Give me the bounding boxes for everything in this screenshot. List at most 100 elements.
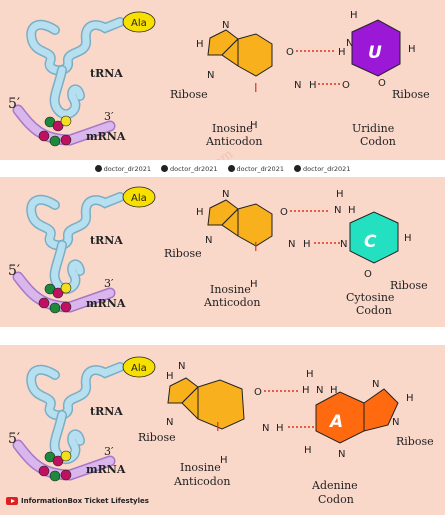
inosine-letter: I (254, 81, 258, 95)
credit-item: doctor_dr2021 (227, 164, 284, 173)
mrna-label: mRNA (86, 130, 126, 143)
three-prime-label: 3′ (104, 277, 114, 290)
codon-base (52, 120, 64, 132)
uridine-letter: U (368, 43, 382, 63)
atom-label: N (222, 189, 229, 200)
codon-base (52, 287, 64, 299)
atom-label: O (364, 269, 372, 280)
amino-acid-label: Ala (131, 363, 147, 374)
credit-item: doctor_dr2021 (161, 164, 218, 173)
amino-acid-tag (122, 186, 156, 208)
atom-label: H (196, 207, 204, 218)
anticodon-line1: Inosine (210, 283, 251, 296)
social-credits: doctor_dr2021 doctor_dr2021 doctor_dr202… (0, 160, 445, 177)
inosine-structure (167, 377, 245, 430)
inosine-structure (207, 199, 273, 247)
atom-label: H (336, 189, 344, 200)
atom-label: H (306, 369, 314, 380)
atom-label: H (250, 120, 258, 131)
atom-label: O (280, 207, 288, 218)
atom-label: N (372, 379, 379, 390)
atom-label: N (346, 38, 353, 49)
anticodon-line1: Inosine (212, 122, 253, 135)
trna-label: tRNA (90, 405, 123, 418)
adenine-letter: A (328, 412, 343, 432)
anticodon-line2: Anticodon (203, 296, 261, 309)
atom-label: H (166, 371, 174, 382)
codon-line1: Cytosine (346, 291, 394, 304)
credit-handle: doctor_dr2021 (236, 164, 284, 173)
inosine-structure (207, 29, 273, 77)
atom-label: N (334, 205, 341, 216)
trna-molecule (26, 362, 125, 465)
credit-handle: doctor_dr2021 (103, 164, 152, 173)
atom-label: O (286, 47, 294, 58)
atom-label: O (378, 78, 386, 89)
atom-label: H (330, 385, 338, 396)
atom-label: H (196, 39, 204, 50)
atom-label: N (222, 20, 229, 31)
atom-label: N (205, 235, 212, 246)
atom-label: H (406, 393, 414, 404)
atom-label: H (303, 239, 311, 250)
trna-molecule (26, 17, 125, 120)
codon-base (60, 134, 72, 146)
tumblr-icon (293, 165, 301, 172)
footer-credit: InformationBox Ticket Lifestyles (6, 497, 149, 505)
atom-label: N (178, 361, 185, 372)
codon-line2: Codon (356, 304, 392, 317)
credit-item: doctor_dr2021 (293, 164, 351, 173)
codon-base (52, 455, 64, 467)
credit-handle: doctor_dr2021 (302, 164, 351, 173)
codon-base (38, 130, 50, 142)
atom-label: N (392, 417, 399, 428)
footer-text: InformationBox Ticket Lifestyles (21, 497, 149, 505)
atom-label: H (250, 279, 258, 290)
anticodon-line1: Inosine (180, 461, 221, 474)
amino-acid-label: Ala (131, 193, 147, 204)
credit-item: doctor_dr2021 (94, 164, 152, 173)
atom-label: N (288, 239, 295, 250)
cytosine-letter: C (364, 232, 377, 252)
uridine-ring (351, 19, 401, 77)
atom-label: H (309, 80, 317, 91)
three-prime-label: 3′ (104, 110, 114, 123)
ribose-right: Ribose (390, 279, 428, 292)
ribose-left: Ribose (164, 247, 202, 260)
atom-label: H (220, 455, 228, 466)
trna-label: tRNA (90, 234, 123, 247)
instagram-icon (161, 165, 169, 172)
ribose-left: Ribose (138, 431, 176, 444)
trna-label: tRNA (90, 67, 123, 80)
amino-acid-tag (122, 11, 156, 33)
five-prime-label: 5′ (8, 96, 20, 112)
credit-handle: doctor_dr2021 (170, 164, 218, 173)
atom-label: H (350, 10, 358, 21)
atom-label: H (304, 445, 312, 456)
cytosine-ring (349, 211, 399, 264)
mrna-label: mRNA (86, 297, 126, 310)
atom-label: N (207, 70, 214, 81)
panel-inosine-adenine: Ala tRNA 5′ 3′ mRNA H N N O N H H (0, 345, 445, 515)
atom-label: O (342, 80, 350, 91)
ribose-left: Ribose (170, 88, 208, 101)
atom-label: O (254, 387, 262, 398)
panel-inosine-uridine: www.doctor-dr.com Ala tRNA 5′ 3′ mRNA (0, 0, 445, 160)
twitter-icon (94, 165, 102, 172)
anticodon-line2: Anticodon (205, 135, 263, 148)
codon-base (60, 469, 72, 481)
panel-2-drawing: Ala tRNA 5′ 3′ mRNA H N N O N H H (8, 186, 428, 317)
codon-line1: Uridine (352, 122, 394, 135)
atom-label: H (302, 385, 310, 396)
inosine-letter: I (216, 420, 220, 434)
five-prime-label: 5′ (8, 431, 20, 447)
codon-line1: Adenine (311, 479, 358, 492)
codon-base (60, 301, 72, 313)
five-prime-label: 5′ (8, 263, 20, 279)
amino-acid-label: Ala (131, 18, 147, 29)
atom-label: H (338, 47, 346, 58)
three-prime-label: 3′ (104, 445, 114, 458)
codon-base (60, 450, 72, 462)
atom-label: N (340, 239, 347, 250)
